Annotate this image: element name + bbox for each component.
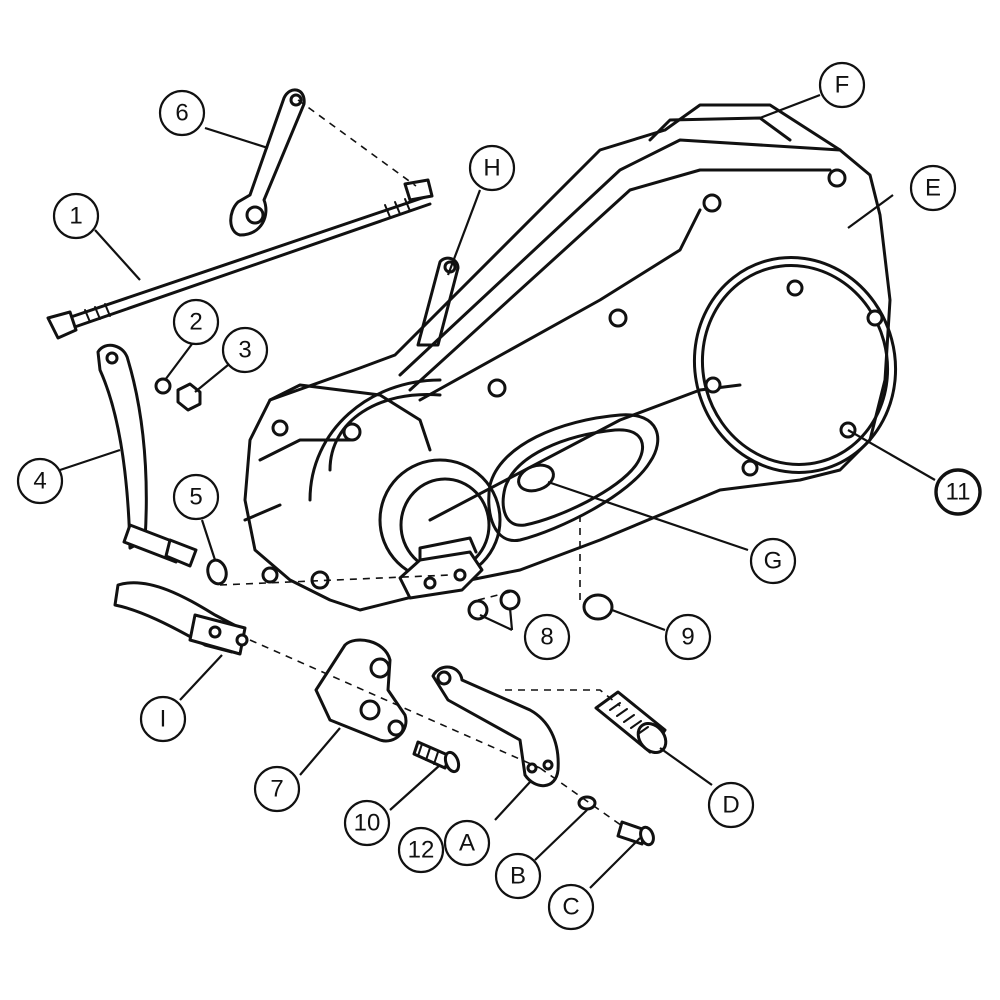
bolt-c [616,820,655,847]
svg-text:B: B [510,863,526,890]
svg-text:6: 6 [175,100,188,127]
plug-9 [582,593,614,621]
callout-c: C [547,883,595,931]
nut-3 [176,382,202,412]
washer-2 [154,377,172,395]
svg-text:H: H [483,155,500,182]
primary-cover [243,103,898,612]
peg-mount-7 [314,638,408,743]
shift-rod [46,178,434,340]
lever-4 [96,343,148,550]
callout-7: 7 [253,765,301,813]
callout-b: B [494,852,542,900]
callout-4: 4 [16,457,64,505]
shift-lever-a [431,665,560,788]
shifter-lever-6 [229,88,306,237]
callout-f: F [818,61,866,109]
callouts: 1 2 3 4 5 6 7 8 [16,61,982,931]
callout-9: 9 [664,613,712,661]
svg-text:3: 3 [238,337,251,364]
svg-text:5: 5 [189,484,202,511]
svg-text:I: I [160,706,167,733]
callout-2: 2 [172,298,220,346]
svg-text:D: D [722,792,739,819]
washer-b [577,795,597,811]
bracket-h [416,256,460,347]
svg-text:10: 10 [354,810,381,837]
callout-a: A [443,819,491,867]
svg-text:9: 9 [681,624,694,651]
callout-h: H [468,144,516,192]
svg-text:7: 7 [270,776,283,803]
assembly-lines [219,99,626,829]
svg-text:G: G [764,548,783,575]
callout-d: D [707,781,755,829]
svg-text:11: 11 [946,479,971,506]
svg-text:A: A [459,830,475,857]
callout-12: 12 [397,826,445,874]
svg-text:8: 8 [540,624,553,651]
svg-text:E: E [925,175,941,202]
screw-10 [412,740,461,774]
leader-lines [59,93,936,889]
callout-6: 6 [158,89,206,137]
svg-text:12: 12 [408,837,435,864]
svg-text:F: F [835,72,850,99]
callout-5: 5 [172,473,220,521]
callout-3: 3 [221,326,269,374]
callout-i: I [139,695,187,743]
svg-text:4: 4 [33,468,46,495]
callout-8: 8 [523,613,571,661]
callout-g: G [749,537,797,585]
svg-text:2: 2 [189,309,202,336]
callout-10: 10 [343,799,391,847]
callout-11: 11 [934,468,982,516]
callout-1: 1 [52,192,100,240]
lever-i [113,581,249,656]
svg-text:C: C [562,894,579,921]
pivot-pin-5 [122,523,228,586]
plug-8a [467,599,489,621]
callout-e: E [909,164,957,212]
svg-text:1: 1 [69,203,82,230]
